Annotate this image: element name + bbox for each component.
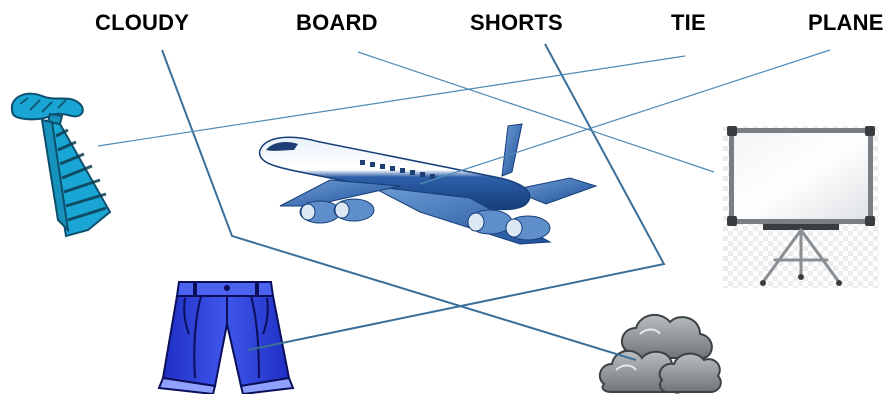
word-cloudy: CLOUDY: [95, 10, 189, 36]
word-shorts: SHORTS: [470, 10, 563, 36]
word-board: BOARD: [296, 10, 378, 36]
shorts-icon: [155, 278, 295, 394]
airplane-icon: [250, 120, 605, 250]
tie-icon: [6, 90, 114, 240]
whiteboard-icon: [723, 126, 879, 288]
word-plane: PLANE: [808, 10, 884, 36]
word-tie: TIE: [671, 10, 706, 36]
cloud-icon: [596, 304, 724, 394]
